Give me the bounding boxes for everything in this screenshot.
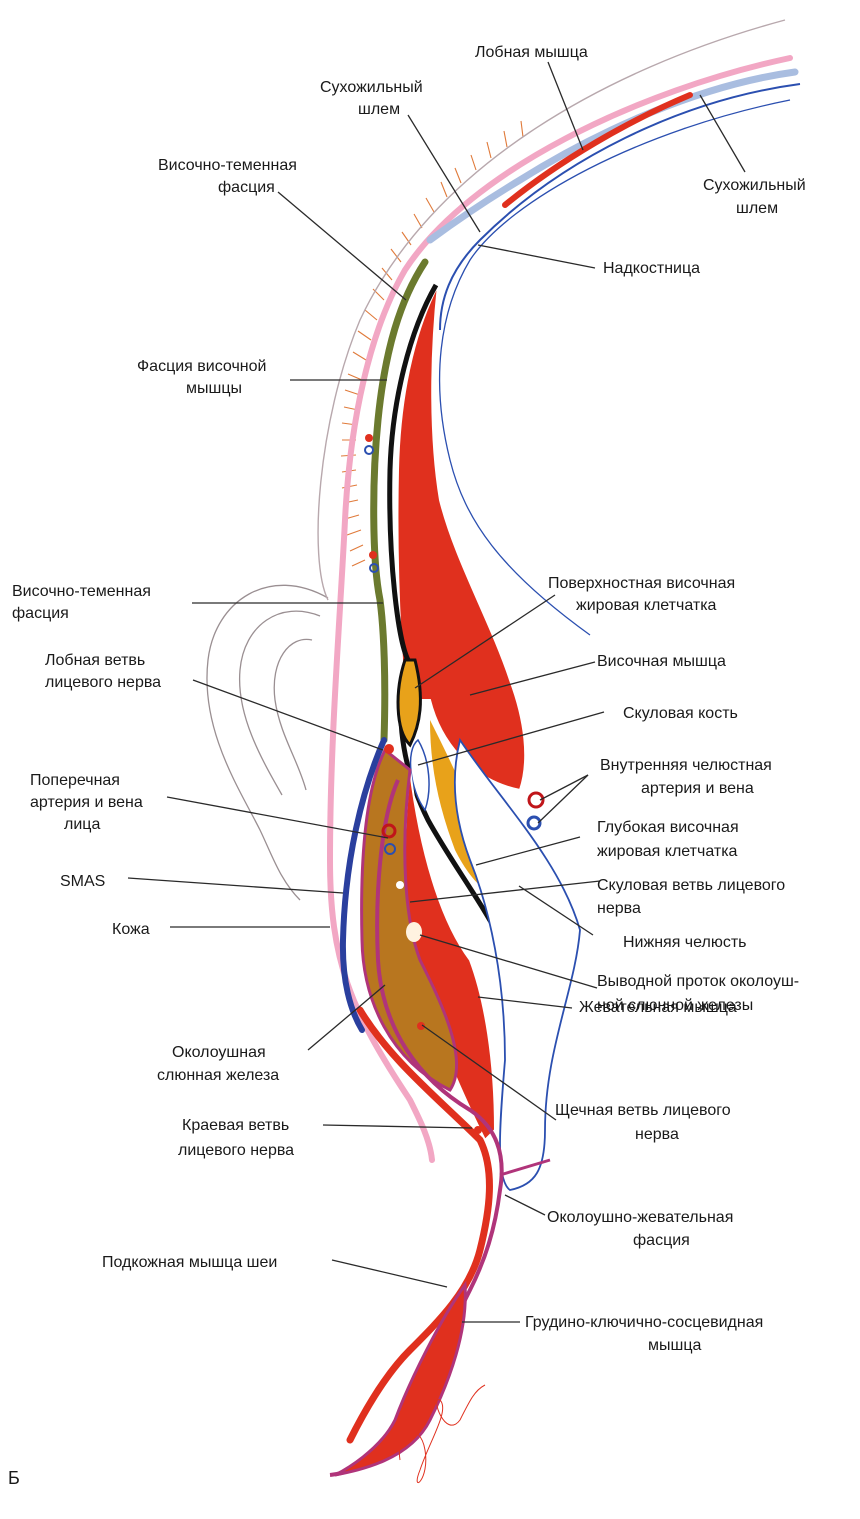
mandible xyxy=(455,740,580,1190)
label-frontal-muscle: Лобная мышца xyxy=(475,44,588,61)
label-zygomatic-branch-2: нерва xyxy=(597,900,641,917)
label-frontal-branch: Лобная ветвь xyxy=(45,652,145,669)
superficial-temporal-fat xyxy=(398,660,420,745)
superficial-temporal-vein xyxy=(365,446,373,454)
frontal-nerve-dot xyxy=(384,744,394,754)
label-transverse-facial-3: лица xyxy=(64,816,100,833)
label-tpf-mid-2: фасция xyxy=(12,605,69,622)
label-periosteum: Надкостница xyxy=(603,260,700,277)
marginal-branch-dot xyxy=(474,1126,482,1134)
label-temporal-fascia-2: мышцы xyxy=(186,380,242,397)
parotid-duct xyxy=(406,922,422,942)
label-mandible: Нижняя челюсть xyxy=(623,934,747,951)
label-frontal-branch-2: лицевого нерва xyxy=(45,674,161,691)
label-superficial-fat: Поверхностная височная xyxy=(548,575,735,592)
label-galea-top-2: шлем xyxy=(358,101,400,118)
label-parotid-masseteric-2: фасция xyxy=(633,1232,690,1249)
label-transverse-facial-2: артерия и вена xyxy=(30,794,143,811)
label-parotid-masseteric: Околоушно-жевательная xyxy=(547,1209,733,1226)
figure-letter: Б xyxy=(8,1468,20,1488)
label-temporal-muscle: Височная мышца xyxy=(597,653,726,670)
label-buccal-branch: Щечная ветвь лицевого xyxy=(555,1102,731,1119)
label-marginal-branch-2: лицевого нерва xyxy=(178,1142,294,1159)
label-deep-fat: Глубокая височная xyxy=(597,819,739,836)
ear-outline xyxy=(207,585,328,900)
label-marginal-branch: Краевая ветвь xyxy=(182,1117,289,1134)
label-galea-right-2: шлем xyxy=(736,200,778,217)
label-maxillary-vessels-2: артерия и вена xyxy=(641,780,754,797)
label-platysma: Подкожная мышца шеи xyxy=(102,1254,277,1271)
label-galea-top: Сухожильный xyxy=(320,79,423,96)
label-zygomatic-branch: Скуловая ветвь лицевого xyxy=(597,877,785,894)
label-transverse-facial: Поперечная xyxy=(30,772,120,789)
label-parotid-duct: Выводной проток околоуш- xyxy=(597,973,799,990)
label-skin: Кожа xyxy=(112,921,150,938)
label-parotid-gland-2: слюнная железа xyxy=(157,1067,279,1084)
label-temporal-fascia: Фасция височной xyxy=(137,358,266,375)
label-superficial-fat-2: жировая клетчатка xyxy=(576,597,717,614)
label-tpf-top-2: фасция xyxy=(218,179,275,196)
label-buccal-branch-2: нерва xyxy=(635,1126,679,1143)
superficial-temporal-artery xyxy=(365,434,373,442)
label-scm-2: мышца xyxy=(648,1337,702,1354)
frontal-branch-artery xyxy=(369,551,377,559)
label-tpf-mid: Височно-теменная xyxy=(12,583,151,600)
label-deep-fat-2: жировая клетчатка xyxy=(597,843,738,860)
label-parotid-gland: Околоушная xyxy=(172,1044,266,1061)
zygomatic-branch-dot xyxy=(396,881,404,889)
label-zygomatic-bone: Скуловая кость xyxy=(623,705,738,722)
label-scm: Грудино-ключично-сосцевидная xyxy=(525,1314,763,1331)
label-galea-right: Сухожильный xyxy=(703,177,806,194)
label-maxillary-vessels: Внутренняя челюстная xyxy=(600,757,772,774)
label-masseter: Жевательная мышца xyxy=(579,999,737,1016)
label-tpf-top: Височно-теменная xyxy=(158,157,297,174)
label-smas: SMAS xyxy=(60,873,105,890)
